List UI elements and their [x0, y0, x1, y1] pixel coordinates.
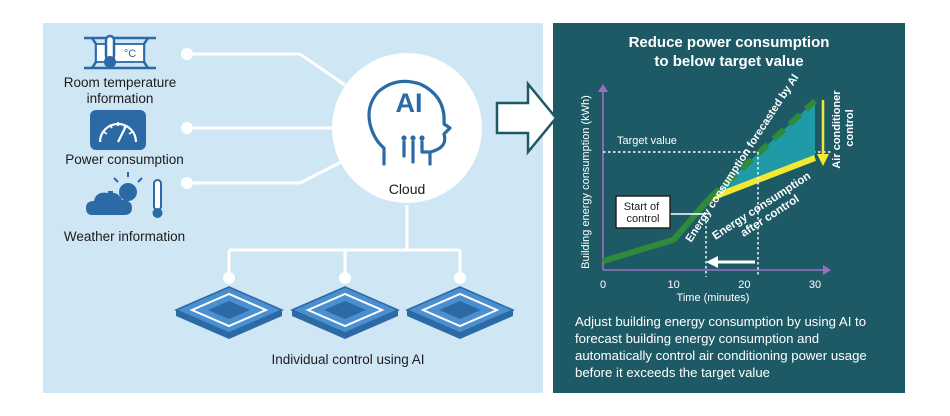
ceiling-ac-unit-icon	[405, 286, 515, 339]
energy-chart: Target value Air conditioner control Sta…	[580, 72, 856, 304]
x-tick-label: 20	[738, 279, 750, 291]
right-description: Adjust building energy consumption by us…	[575, 314, 867, 380]
flow-arrow-icon	[495, 80, 558, 156]
svg-text:°C: °C	[124, 48, 136, 60]
y-axis-arrowhead	[598, 84, 608, 92]
start-of-control-label: Start of control	[624, 201, 663, 225]
ac-control-arrowhead	[817, 154, 829, 166]
power-meter-icon	[90, 110, 146, 150]
right-panel	[553, 23, 905, 393]
weather-icon	[86, 172, 163, 218]
x-axis-arrowhead	[823, 265, 831, 275]
connector-dots	[181, 48, 466, 284]
series-forecast-base	[602, 196, 712, 264]
connector-dot	[181, 122, 193, 134]
x-axis-label: Time (minutes)	[677, 292, 750, 304]
x-tick-labels: 0 10 20 30	[600, 279, 821, 291]
start-of-control-box	[615, 195, 671, 229]
ai-text: AI	[396, 88, 423, 118]
series-after-control	[707, 155, 817, 202]
series-forecast-ai	[706, 98, 818, 202]
connector-lines	[187, 52, 462, 275]
weather-information-label: Weather information	[63, 229, 186, 244]
y-axis-label: Building energy consumption (kWh)	[580, 95, 592, 269]
ceiling-ac-unit-icon	[174, 286, 284, 339]
connector-dot	[181, 177, 193, 189]
ai-head-icon	[367, 79, 452, 166]
x-tick-label: 0	[600, 279, 606, 291]
bottom-caption: Individual control using AI	[271, 352, 425, 367]
connector-dot	[181, 48, 193, 60]
power-consumption-label: Power consumption	[65, 152, 184, 167]
room-temperature-icon: °C	[84, 34, 156, 70]
x-tick-label: 30	[809, 279, 821, 291]
connector-dot	[454, 272, 466, 284]
cloud-label: Cloud	[389, 181, 426, 197]
connector-dot	[223, 272, 235, 284]
cloud-circle	[332, 53, 482, 203]
shift-arrowhead	[706, 256, 718, 268]
ceiling-ac-unit-icon	[290, 286, 400, 339]
x-tick-label: 10	[668, 279, 680, 291]
ac-control-label: Air conditioner control	[831, 87, 856, 168]
target-label: Target value	[617, 135, 677, 147]
connector-dot	[339, 272, 351, 284]
